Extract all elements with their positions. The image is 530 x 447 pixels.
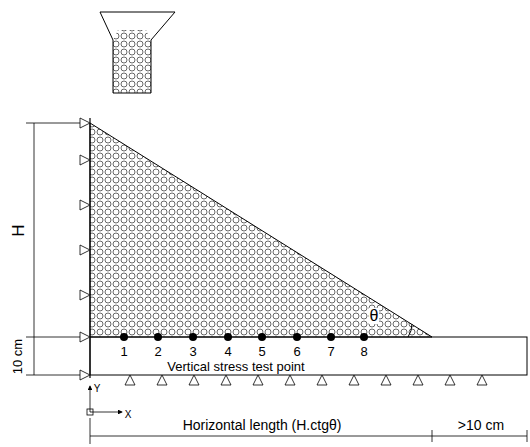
angle-arc (408, 324, 412, 337)
angle-label: θ (369, 308, 380, 324)
roller-support (157, 375, 167, 385)
roller-support (80, 200, 90, 210)
callout-number: 3 (189, 345, 196, 358)
supports (80, 118, 487, 385)
roller-support (125, 375, 135, 385)
roller-support (80, 118, 90, 128)
height-dimension (26, 123, 86, 375)
slab-label: Vertical stress test point (167, 360, 304, 373)
axis-label: Y (94, 384, 101, 394)
roller-support (477, 375, 487, 385)
length-dimension (90, 418, 527, 444)
axes (87, 386, 122, 415)
granular-slope (90, 123, 432, 337)
test-point-dot (154, 333, 162, 341)
roller-support (317, 375, 327, 385)
roller-support (445, 375, 455, 385)
roller-support (349, 375, 359, 385)
dimension-label: H (10, 224, 27, 236)
callout-number: 2 (154, 345, 161, 358)
test-point-dot (120, 333, 128, 341)
callout-number: 5 (258, 345, 265, 358)
callout-number: 4 (224, 345, 231, 358)
roller-support (80, 370, 90, 380)
roller-support (381, 375, 391, 385)
roller-support (80, 332, 90, 342)
axis-label: X (125, 410, 132, 420)
test-point-dot (224, 333, 232, 341)
callout-number: 1 (120, 345, 127, 358)
test-point-dot (327, 333, 335, 341)
roller-support (189, 375, 199, 385)
dimension-label: >10 cm (458, 418, 504, 432)
hopper (100, 12, 175, 93)
roller-support (80, 245, 90, 255)
callout-number: 8 (360, 345, 367, 358)
test-point-dot (189, 333, 197, 341)
callout-number: 7 (327, 345, 334, 358)
roller-support (80, 155, 90, 165)
dimension-label: Horizontal length (H.ctgθ) (183, 418, 342, 432)
test-point-dot (293, 333, 301, 341)
roller-support (285, 375, 295, 385)
test-points (120, 333, 368, 341)
roller-support (221, 375, 231, 385)
roller-support (80, 290, 90, 300)
dimension-label: 10 cm (12, 338, 25, 373)
test-point-dot (360, 333, 368, 341)
roller-support (253, 375, 263, 385)
roller-support (413, 375, 423, 385)
callout-number: 6 (293, 345, 300, 358)
test-point-dot (258, 333, 266, 341)
base-slab (90, 337, 527, 375)
left-wall (89, 118, 90, 378)
